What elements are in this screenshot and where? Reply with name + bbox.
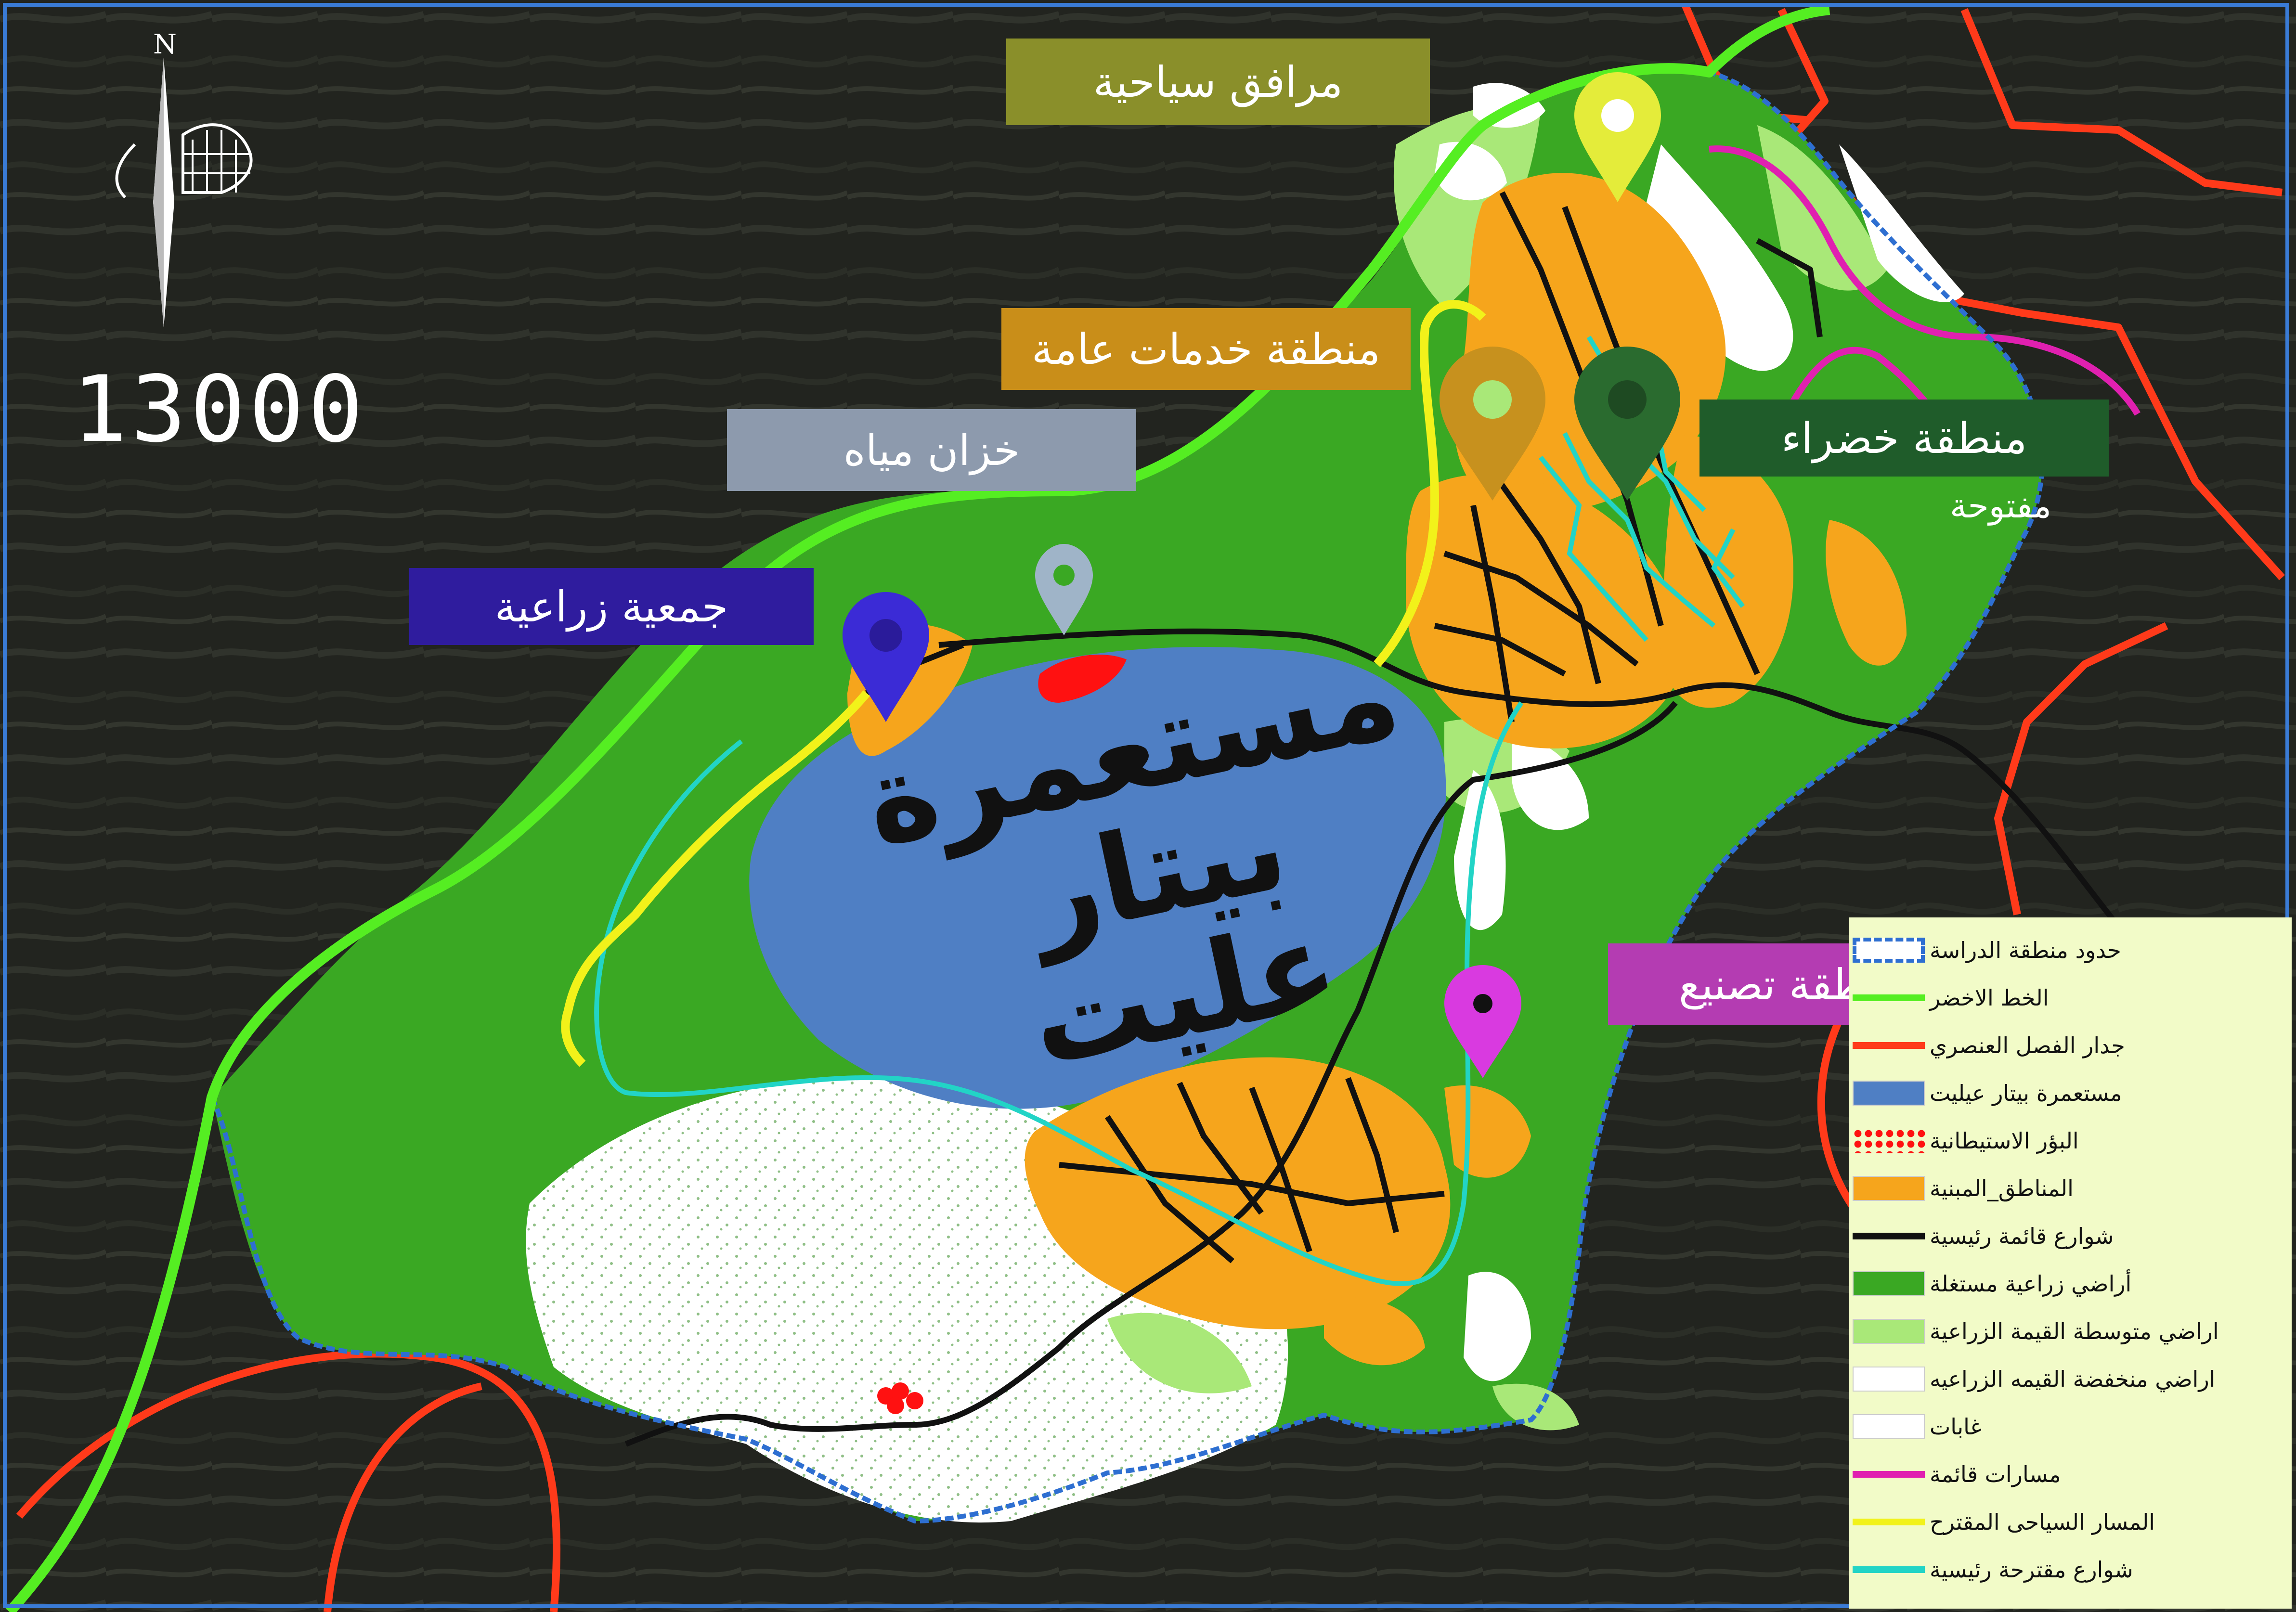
outposts (877, 655, 1127, 1414)
legend-swatch (1853, 1566, 1925, 1573)
legend-swatch (1853, 1175, 1925, 1201)
legend-item: أراضي زراعية مستغلة (1849, 1260, 2292, 1307)
north-letter: N (153, 29, 177, 60)
legend-swatch (1853, 1271, 1925, 1296)
label-services: منطقة خدمات عامة (1001, 308, 1411, 390)
label-agri-assoc: جمعية زراعية (409, 568, 814, 645)
legend-item: البؤر الاستيطانية (1849, 1117, 2292, 1164)
study-area-boundary (209, 70, 2045, 1524)
legend-label: البؤر الاستيطانية (1930, 1127, 2079, 1154)
legend-label: أراضي زراعية مستغلة (1930, 1270, 2132, 1297)
legend-label: اراضي متوسطة القيمة الزراعية (1930, 1318, 2219, 1344)
label-water: خزان مياه (727, 409, 1136, 491)
legend-label: شوارع مقترحة رئيسية (1930, 1556, 2133, 1583)
legend-item: الخط الاخضر (1849, 974, 2292, 1021)
legend-swatch (1853, 1080, 1925, 1106)
pin-tourism-icon[interactable] (1574, 72, 1661, 202)
legend-label: المسار السياحى المقترح (1930, 1509, 2155, 1535)
pin-water-icon[interactable] (1035, 544, 1093, 635)
legend-item: غابات (1849, 1403, 2292, 1450)
scale-label: 13000 (72, 356, 367, 463)
map-legend: حدود منطقة الدراسة الخط الاخضر جدار الفصل … (1849, 917, 2292, 1609)
north-arrow-icon (115, 58, 253, 327)
legend-label: غابات (1930, 1413, 1982, 1440)
legend-swatch (1853, 1414, 1925, 1439)
legend-label: مسارات قائمة (1930, 1461, 2061, 1487)
label-tourism: مرافق سياحية (1006, 39, 1430, 125)
legend-label: مستعمرة بيتار عيليت (1930, 1080, 2122, 1106)
legend-item: شوارع قائمة رئيسية (1849, 1212, 2292, 1260)
legend-swatch (1853, 1318, 1925, 1344)
legend-swatch (1853, 937, 1925, 963)
pin-industry-icon[interactable] (1444, 965, 1521, 1078)
proposed-tourism-route (561, 300, 1486, 1067)
legend-item: اراضي منخفضة القيمه الزراعيه (1849, 1355, 2292, 1403)
legend-swatch (1853, 1366, 1925, 1392)
legend-item: شوارع مقترحة رئيسية (1849, 1546, 2292, 1593)
legend-label: حدود منطقة الدراسة (1930, 937, 2121, 963)
legend-label: الخط الاخضر (1930, 984, 2049, 1011)
pin-green-icon[interactable] (1574, 347, 1680, 501)
legend-swatch (1853, 1518, 1925, 1525)
green-line (5, 4, 1830, 1612)
pin-agri-assoc-icon[interactable] (843, 592, 929, 722)
legend-label: شوارع قائمة رئيسية (1930, 1223, 2114, 1249)
legend-label: جدار الفصل العنصري (1930, 1032, 2125, 1058)
legend-label: اراضي منخفضة القيمه الزراعيه (1930, 1366, 2216, 1392)
legend-item: اراضي متوسطة القيمة الزراعية (1849, 1307, 2292, 1355)
legend-swatch (1853, 1470, 1925, 1478)
legend-swatch (1853, 1042, 1925, 1049)
legend-item: مسارات قائمة (1849, 1450, 2292, 1498)
legend-item: مستعمرة بيتار عيليت (1849, 1069, 2292, 1117)
forest-green-patch (1107, 1313, 1252, 1393)
legend-swatch (1853, 1128, 1925, 1153)
colony-beitar-illit (749, 647, 1446, 1109)
label-green: منطقة خضراء (1699, 400, 2109, 477)
legend-swatch (1853, 994, 1925, 1001)
legend-item: جدار الفصل العنصري (1849, 1021, 2292, 1069)
legend-swatch (1853, 1232, 1925, 1239)
legend-item: المناطق_المبنية (1849, 1164, 2292, 1212)
legend-item: حدود منطقة الدراسة (1849, 926, 2292, 974)
pin-services-icon[interactable] (1440, 347, 1545, 501)
legend-label: المناطق_المبنية (1930, 1175, 2074, 1201)
low-value-land (1435, 83, 1964, 1381)
legend-item: المسار السياحى المقترح (1849, 1498, 2292, 1546)
label-green-sub: مفتوحة (1950, 486, 2051, 526)
